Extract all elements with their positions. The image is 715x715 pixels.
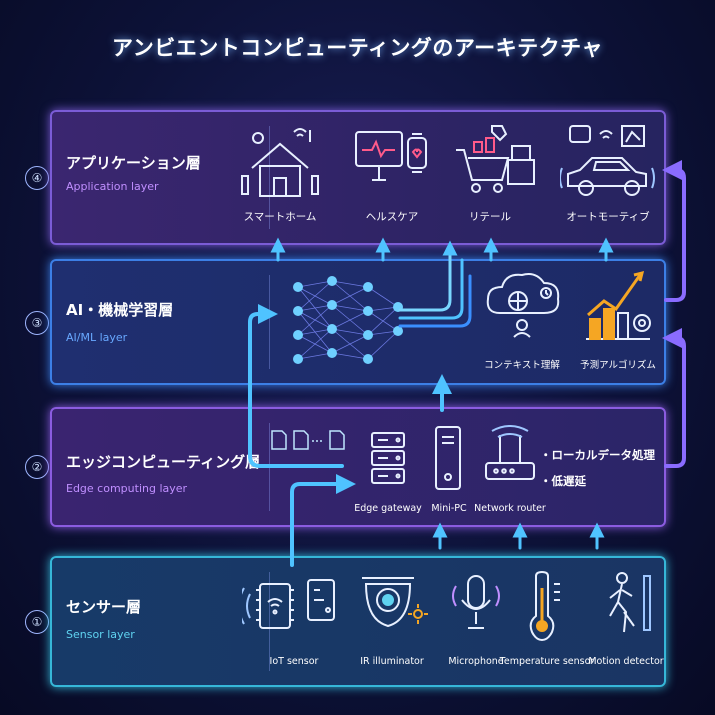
item-label-automotive: オートモーティブ	[566, 211, 650, 223]
item-label-edge-gateway: Edge gateway	[354, 503, 422, 514]
layer-name: エッジコンピューティング層	[66, 453, 261, 471]
network-router-icon	[485, 425, 535, 480]
item-label-microphone: Microphone	[448, 656, 504, 667]
ai-ml-layer: AI・機械学習層 AI/ML layer コンテキスト理解	[50, 259, 666, 385]
neural-network-icon	[293, 276, 403, 364]
diagram-title: アンビエントコンピューティングのアーキテクチャ	[112, 36, 603, 60]
mini-pc-icon	[435, 426, 461, 490]
application-layer: アプリケーション層 Application layer スマートホーム ヘルスケ…	[50, 110, 666, 245]
item-label-motion-detector: Motion detector	[588, 656, 664, 667]
layer-name: AI・機械学習層	[66, 301, 174, 319]
context-brain-icon	[486, 273, 560, 338]
data-packets-icon	[271, 430, 345, 450]
item-label-context: コンテキスト理解	[484, 360, 560, 371]
retail-cart-icon	[456, 125, 535, 193]
feature-bullet: ・低遅延	[540, 474, 586, 488]
item-label-prediction: 予測アルゴリズム	[580, 360, 656, 371]
healthcare-monitor-icon	[355, 131, 427, 181]
layer-subtitle: Application layer	[66, 180, 159, 193]
feature-bullet: ・ローカルデータ処理	[540, 448, 655, 462]
layer-divider	[269, 275, 270, 369]
item-label-temperature-sensor: Temperature sensor	[499, 656, 595, 667]
item-label-iot-sensor: IoT sensor	[269, 656, 319, 667]
microphone-icon	[452, 575, 500, 629]
item-label-smart-home: スマートホーム	[243, 211, 317, 223]
item-label-mini-pc: Mini-PC	[431, 503, 467, 514]
iot-sensor-icon	[242, 579, 335, 629]
layer-subtitle: AI/ML layer	[66, 331, 128, 344]
prediction-chart-icon	[586, 270, 651, 340]
layer-subtitle: Edge computing layer	[66, 482, 188, 495]
layer-subtitle: Sensor layer	[66, 628, 135, 641]
layer-number-4: ④	[25, 166, 49, 190]
layer-name: アプリケーション層	[66, 154, 201, 172]
smart-home-icon	[241, 128, 319, 197]
edge-gateway-server-icon	[371, 432, 405, 484]
item-label-ir-illuminator: IR illuminator	[360, 656, 424, 667]
item-label-healthcare: ヘルスケア	[365, 211, 419, 223]
layer-number-1: ①	[25, 610, 49, 634]
temperature-sensor-icon	[529, 570, 560, 642]
sensor-layer: センサー層 Sensor layer IoT sensor IR illumin…	[50, 556, 666, 687]
item-label-network-router: Network router	[474, 503, 546, 514]
edge-computing-layer: エッジコンピューティング層 Edge computing layer Edge …	[50, 407, 666, 527]
layer-number-2: ②	[25, 455, 49, 479]
ir-illuminator-icon	[362, 577, 428, 628]
layer-divider	[269, 126, 270, 229]
item-label-retail: リテール	[469, 211, 511, 223]
automotive-car-icon	[560, 125, 655, 196]
layer-number-3: ③	[25, 311, 49, 335]
motion-detector-icon	[609, 572, 651, 633]
layer-divider	[269, 572, 270, 671]
layer-name: センサー層	[66, 598, 142, 616]
